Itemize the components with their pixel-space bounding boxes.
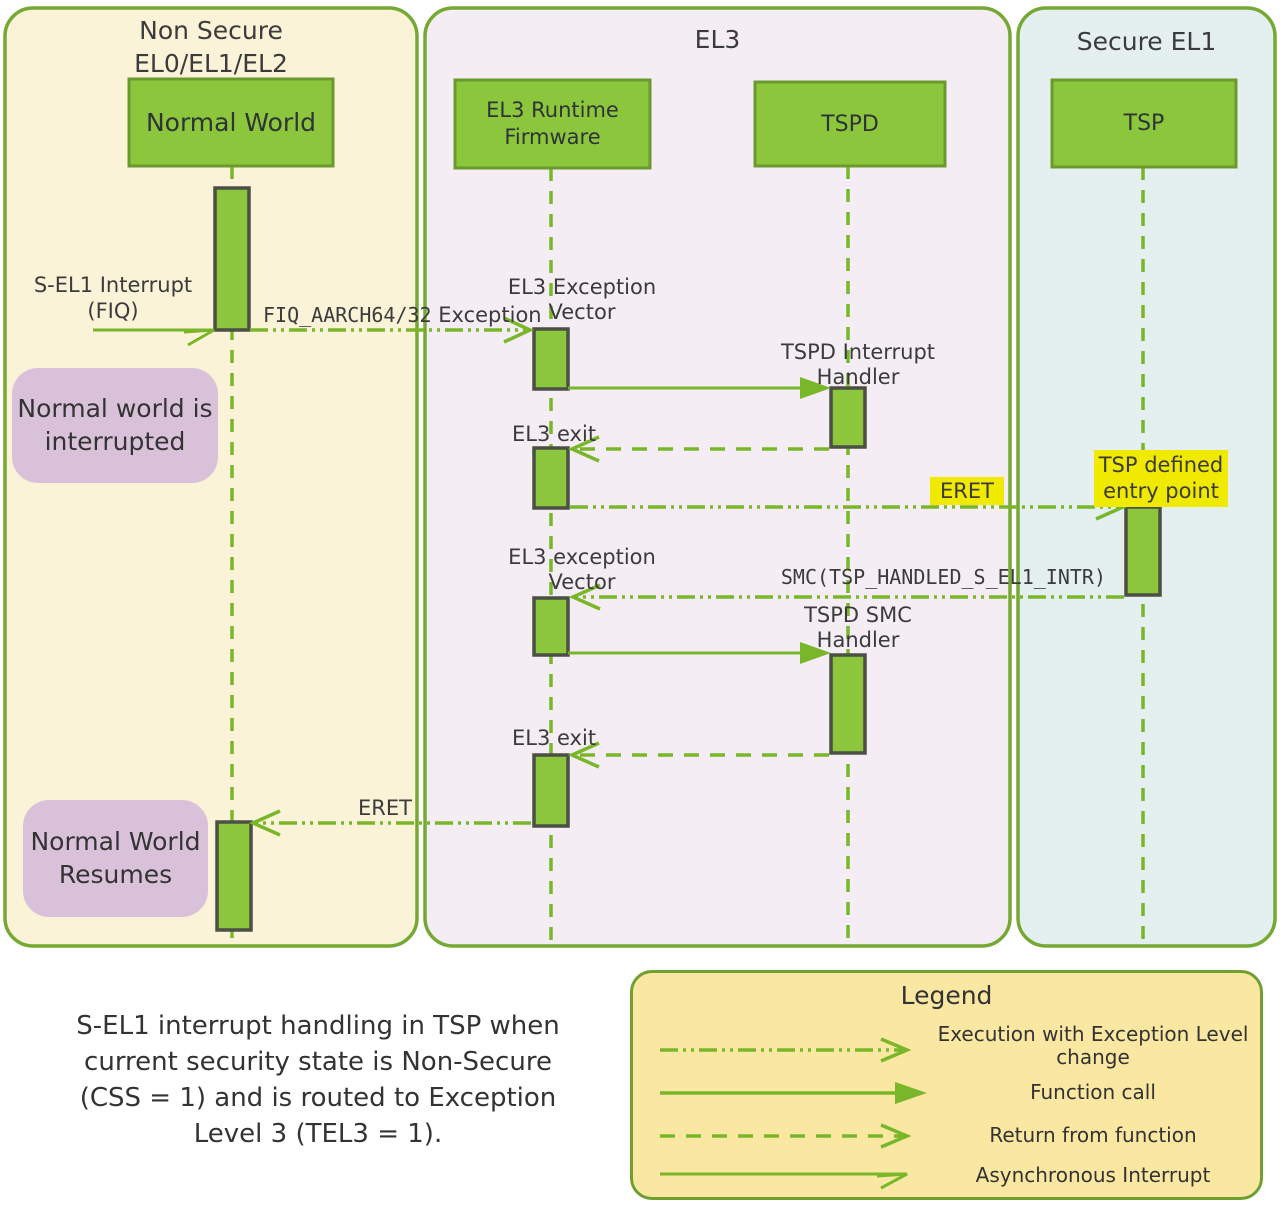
arrow-s-el1-interrupt bbox=[93, 328, 215, 347]
activation-el3-exit-1 bbox=[532, 446, 570, 510]
lane-title-secure-el1: Secure EL1 bbox=[1076, 27, 1217, 56]
activation-normal-world-2 bbox=[215, 820, 253, 932]
legend-arrow-return-from-function-icon bbox=[660, 1123, 912, 1149]
message-tsp-defined-entry-point: TSP defined entry point bbox=[1094, 450, 1228, 507]
message-fiq-exception: FIQ_AARCH64/32 Exception bbox=[263, 303, 542, 328]
arrow-return-el3-exit-2 bbox=[567, 741, 829, 769]
message-tspd-smc-handler: TSPD SMC Handler bbox=[804, 603, 912, 652]
actor-box-tsp bbox=[1050, 78, 1238, 169]
arrow-eret-to-normal-world bbox=[248, 809, 531, 837]
legend-box: Legend Execution with Exception Level ch… bbox=[630, 970, 1263, 1200]
legend-arrow-function-call-icon bbox=[660, 1082, 927, 1104]
message-eret-2: ERET bbox=[358, 796, 412, 820]
arrow-call-tspd-interrupt-handler bbox=[568, 377, 831, 399]
legend-label-function-call: Function call bbox=[1030, 1080, 1156, 1104]
message-el3-exit-1: EL3 exit bbox=[512, 422, 597, 446]
note-normal-world-resumes: Normal World Resumes bbox=[23, 800, 208, 917]
legend-title: Legend bbox=[900, 981, 993, 1010]
message-el3-exit-2: EL3 exit bbox=[512, 726, 597, 750]
arrow-fiq-exception bbox=[250, 316, 535, 344]
actor-normal-world: Normal World bbox=[145, 108, 317, 137]
legend-arrow-execution-el-change-icon bbox=[660, 1037, 912, 1063]
arrow-smc-to-el3 bbox=[568, 583, 1124, 611]
lane-title-el3: EL3 bbox=[694, 25, 741, 54]
note-normal-world-interrupted: Normal world is interrupted bbox=[12, 368, 218, 483]
message-smc: SMC(TSP_HANDLED_S_EL1_INTR) bbox=[780, 565, 1106, 589]
message-el3-exception-vector-1: EL3 Exception Vector bbox=[507, 275, 657, 324]
legend-label-execution-el-change: Execution with Exception Level change bbox=[937, 1022, 1249, 1069]
activation-normal-world-1 bbox=[213, 186, 251, 332]
caption-line-3: (CSS = 1) and is routed to Exception bbox=[79, 1083, 557, 1113]
lane-non-secure bbox=[3, 6, 419, 948]
message-el3-exception-vector-2: EL3 exception Vector bbox=[508, 545, 656, 594]
legend-label-return-from-function: Return from function bbox=[989, 1123, 1197, 1147]
arrow-call-tspd-smc-handler bbox=[568, 642, 831, 664]
arrow-return-el3-exit-1 bbox=[567, 435, 829, 463]
message-s-el1-interrupt: S-EL1 Interrupt (FIQ) bbox=[33, 273, 193, 323]
actor-box-tspd bbox=[753, 80, 947, 168]
actor-box-normal-world bbox=[127, 77, 335, 168]
actor-tsp: TSP bbox=[1123, 111, 1165, 136]
activation-el3-exception-vector-2 bbox=[532, 596, 570, 657]
message-eret-1: ERET bbox=[930, 477, 1004, 505]
message-fiq-text: Exception bbox=[438, 303, 542, 327]
message-fiq-code: FIQ_AARCH64/32 bbox=[263, 303, 432, 327]
message-tspd-interrupt-handler: TSPD Interrupt Handler bbox=[780, 340, 936, 389]
actor-el3-runtime-firmware: EL3 Runtime Firmware bbox=[486, 98, 619, 149]
legend-arrow-asynchronous-interrupt-icon bbox=[660, 1172, 908, 1190]
caption-line-2: current security state is Non-Secure bbox=[84, 1047, 552, 1077]
diagram-caption: S-EL1 interrupt handling in TSP when cur… bbox=[38, 1008, 598, 1152]
activation-tspd-interrupt-handler bbox=[829, 386, 867, 449]
caption-line-1: S-EL1 interrupt handling in TSP when bbox=[76, 1011, 560, 1041]
activation-tsp bbox=[1124, 505, 1162, 597]
actor-tspd: TSPD bbox=[821, 111, 879, 137]
lane-title-non-secure-line2: EL0/EL1/EL2 bbox=[134, 49, 288, 78]
legend-label-asynchronous-interrupt: Asynchronous Interrupt bbox=[975, 1163, 1211, 1187]
caption-line-4: Level 3 (TEL3 = 1). bbox=[193, 1119, 443, 1149]
activation-el3-exit-2 bbox=[532, 753, 570, 828]
activation-tspd-smc-handler bbox=[829, 653, 867, 755]
actor-box-el3-runtime-firmware bbox=[453, 78, 652, 170]
lane-title-non-secure-line1: Non Secure bbox=[139, 16, 283, 45]
activation-el3-exception-vector-1 bbox=[532, 327, 570, 391]
